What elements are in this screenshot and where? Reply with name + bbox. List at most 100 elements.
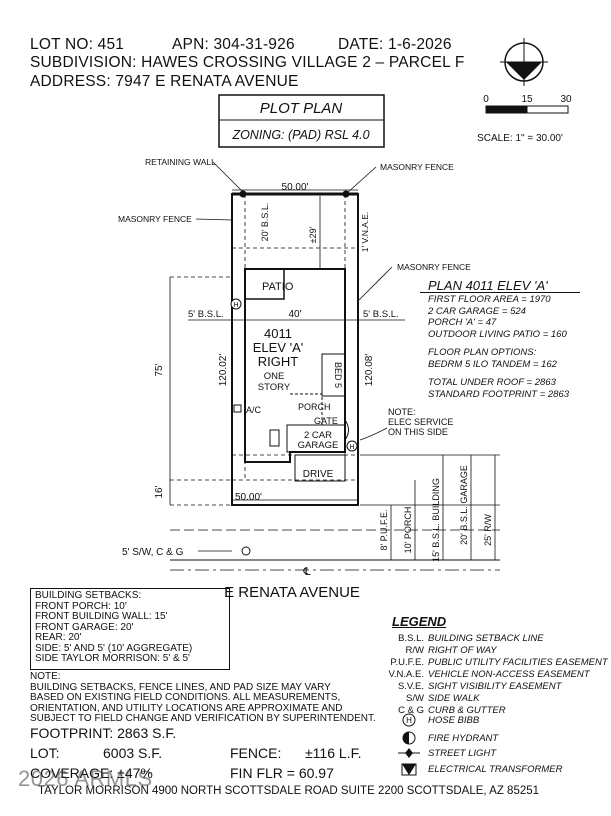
plan-area-line: FIRST FLOOR AREA = 1970	[428, 294, 551, 305]
electrical-transformer-icon	[401, 763, 417, 776]
general-note-line: BUILDING SETBACKS, FENCE LINES, AND PAD …	[30, 681, 331, 693]
general-note-line: ORIENTATION, AND UTILITY LOCATIONS ARE A…	[30, 702, 343, 714]
plan-area-line: 2 CAR GARAGE = 524	[428, 305, 526, 317]
legend-symbol-desc: FIRE HYDRANT	[428, 733, 499, 744]
setback-item: FRONT PORCH: 10'	[35, 600, 127, 612]
plan-title: PLAN 4011 ELEV 'A'	[428, 278, 548, 293]
garage-label-1: 2 CAR	[304, 430, 332, 441]
legend-abbr: C & G	[398, 705, 424, 716]
setback-item: FRONT GARAGE: 20'	[35, 621, 134, 633]
garage-label-2: GARAGE	[298, 440, 339, 451]
apn: APN: 304-31-926	[172, 36, 295, 53]
general-note-line: SUBJECT TO FIELD CHANGE AND VERIFICATION…	[30, 713, 376, 724]
legend-desc: CURB & GUTTER	[428, 705, 506, 716]
plan-options-title: FLOOR PLAN OPTIONS:	[428, 347, 537, 358]
subdivision: SUBDIVISION: HAWES CROSSING VILLAGE 2 – …	[30, 54, 465, 71]
legend-abbr: S.V.E.	[397, 681, 424, 692]
masonry-fence-right-label: MASONRY FENCE	[397, 262, 471, 272]
general-note-line: NOTE:	[30, 671, 61, 682]
address: ADDRESS: 7947 E RENATA AVENUE	[30, 73, 299, 90]
svg-text:H: H	[406, 716, 412, 725]
scale-tick-0: 0	[483, 94, 489, 105]
date: DATE: 1-6-2026	[338, 36, 452, 53]
lot-number: LOT NO: 451	[30, 36, 125, 53]
coverage-value: COVERAGE: ±47%	[30, 765, 153, 781]
gate-label: GATE	[314, 416, 338, 426]
finished-floor: FIN FLR = 60.97	[230, 765, 334, 781]
dim-vnae: 1' V.N.A.E.	[360, 212, 370, 253]
legend-abbr: P.U.F.E.	[390, 657, 424, 668]
svg-text:H: H	[233, 302, 238, 309]
setbacks-title: BUILDING SETBACKS:	[35, 590, 142, 601]
dim-20-bsl: 20' B.S.L.	[260, 203, 270, 242]
dim-garage: 20' B.S.L. GARAGE	[459, 465, 469, 545]
sidewalk-label: 5' S/W, C & G	[122, 547, 184, 558]
plot-plan-title: PLOT PLAN	[260, 100, 343, 117]
street-light-icon	[398, 748, 420, 758]
house-plan-line-2: ELEV 'A'	[253, 340, 304, 355]
masonry-fence-left-label: MASONRY FENCE	[118, 214, 192, 224]
lot-value: 6003 S.F.	[103, 745, 163, 761]
fire-hydrant-icon	[402, 731, 416, 745]
patio-label: PATIO	[262, 281, 294, 293]
general-note: NOTE: BUILDING SETBACKS, FENCE LINES, AN…	[30, 671, 390, 725]
legend-desc: RIGHT OF WAY	[428, 645, 497, 656]
dim-120-02: 120.02'	[218, 354, 229, 387]
drive-label: DRIVE	[303, 469, 334, 480]
masonry-fence-top-label: MASONRY FENCE	[380, 162, 454, 172]
legend-symbol-desc: HOSE BIBB	[428, 715, 480, 726]
legend-symbol-desc: STREET LIGHT	[428, 748, 497, 759]
left-bsl: 5' B.S.L.	[188, 309, 224, 320]
retaining-wall-label: RETAINING WALL	[145, 157, 216, 167]
legend-desc: BUILDING SETBACK LINE	[428, 633, 544, 644]
hose-bibb-icon: H	[230, 298, 242, 310]
plan-details: FIRST FLOOR AREA = 1970 2 CAR GARAGE = 5…	[428, 294, 569, 400]
dim-building: 15' B.S.L. BUILDING	[431, 478, 441, 562]
dim-top-width: 50.00'	[282, 182, 309, 193]
house-plan-line-1: 4011	[264, 326, 292, 341]
legend-abbr: V.N.A.E.	[388, 669, 424, 680]
setback-item: REAR: 20'	[35, 632, 82, 643]
fence-label: FENCE:	[230, 745, 282, 761]
scale-label: SCALE: 1" = 30.00'	[477, 133, 563, 144]
plan-total-line: STANDARD FOOTPRINT = 2863	[428, 388, 570, 400]
legend-desc: SIGHT VISIBILITY EASEMENT	[428, 681, 562, 692]
house-plan-line-3: RIGHT	[258, 354, 299, 369]
one-story-line-1: ONE	[264, 371, 285, 382]
centerline-icon: ℄	[302, 566, 310, 578]
dim-rw: 25' R/W	[483, 514, 493, 546]
plan-option-line: BEDRM 5 ILO TANDEM = 162	[428, 358, 557, 370]
elec-note-line-1: NOTE:	[388, 407, 416, 417]
scale-tick-30: 30	[560, 94, 572, 105]
plan-total-line: TOTAL UNDER ROOF = 2863	[428, 377, 556, 388]
porch-label: PORCH	[298, 402, 331, 412]
plan-area-line: PORCH 'A' = 47	[428, 317, 497, 328]
plan-area-line: OUTDOOR LIVING PATIO = 160	[428, 328, 567, 340]
setback-item: FRONT BUILDING WALL: 15'	[35, 611, 168, 622]
scale-bar: 0 15 30 SCALE: 1" = 30.00'	[477, 94, 572, 144]
dim-75: 75'	[154, 363, 165, 376]
bed5-label: BED 5	[333, 362, 343, 388]
hose-bibb-icon: H	[402, 713, 416, 727]
legend-symbol-desc: ELECTRICAL TRANSFORMER	[428, 764, 563, 775]
north-arrow-icon	[500, 38, 548, 86]
scale-tick-15: 15	[521, 94, 533, 105]
legend-title: LEGEND	[392, 614, 447, 629]
right-bsl: 5' B.S.L.	[363, 309, 399, 320]
footprint-value: FOOTPRINT: 2863 S.F.	[30, 725, 177, 741]
lot-label: LOT:	[30, 745, 60, 761]
legend-desc: VEHICLE NON-ACCESS EASEMENT	[428, 669, 590, 680]
company-address: TAYLOR MORRISON 4900 NORTH SCOTTSDALE RO…	[38, 785, 540, 797]
legend-abbr: S/W	[406, 693, 424, 704]
legend-desc: SIDE WALK	[428, 693, 480, 704]
dim-bottom-width: 50.00'	[235, 492, 262, 503]
general-note-line: BASED ON EXISTING FIELD CONDITIONS. ALL …	[30, 692, 341, 703]
dim-16: 16'	[154, 485, 165, 498]
plan-title-underline	[420, 292, 580, 293]
legend-abbr: B.S.L.	[398, 633, 424, 644]
ac-label: A/C	[246, 405, 262, 415]
dim-29: ±29'	[308, 226, 318, 243]
legend-desc: PUBLIC UTILITY FACILITIES EASEMENT	[428, 657, 608, 668]
elec-note-line-2: ELEC SERVICE	[388, 417, 453, 427]
